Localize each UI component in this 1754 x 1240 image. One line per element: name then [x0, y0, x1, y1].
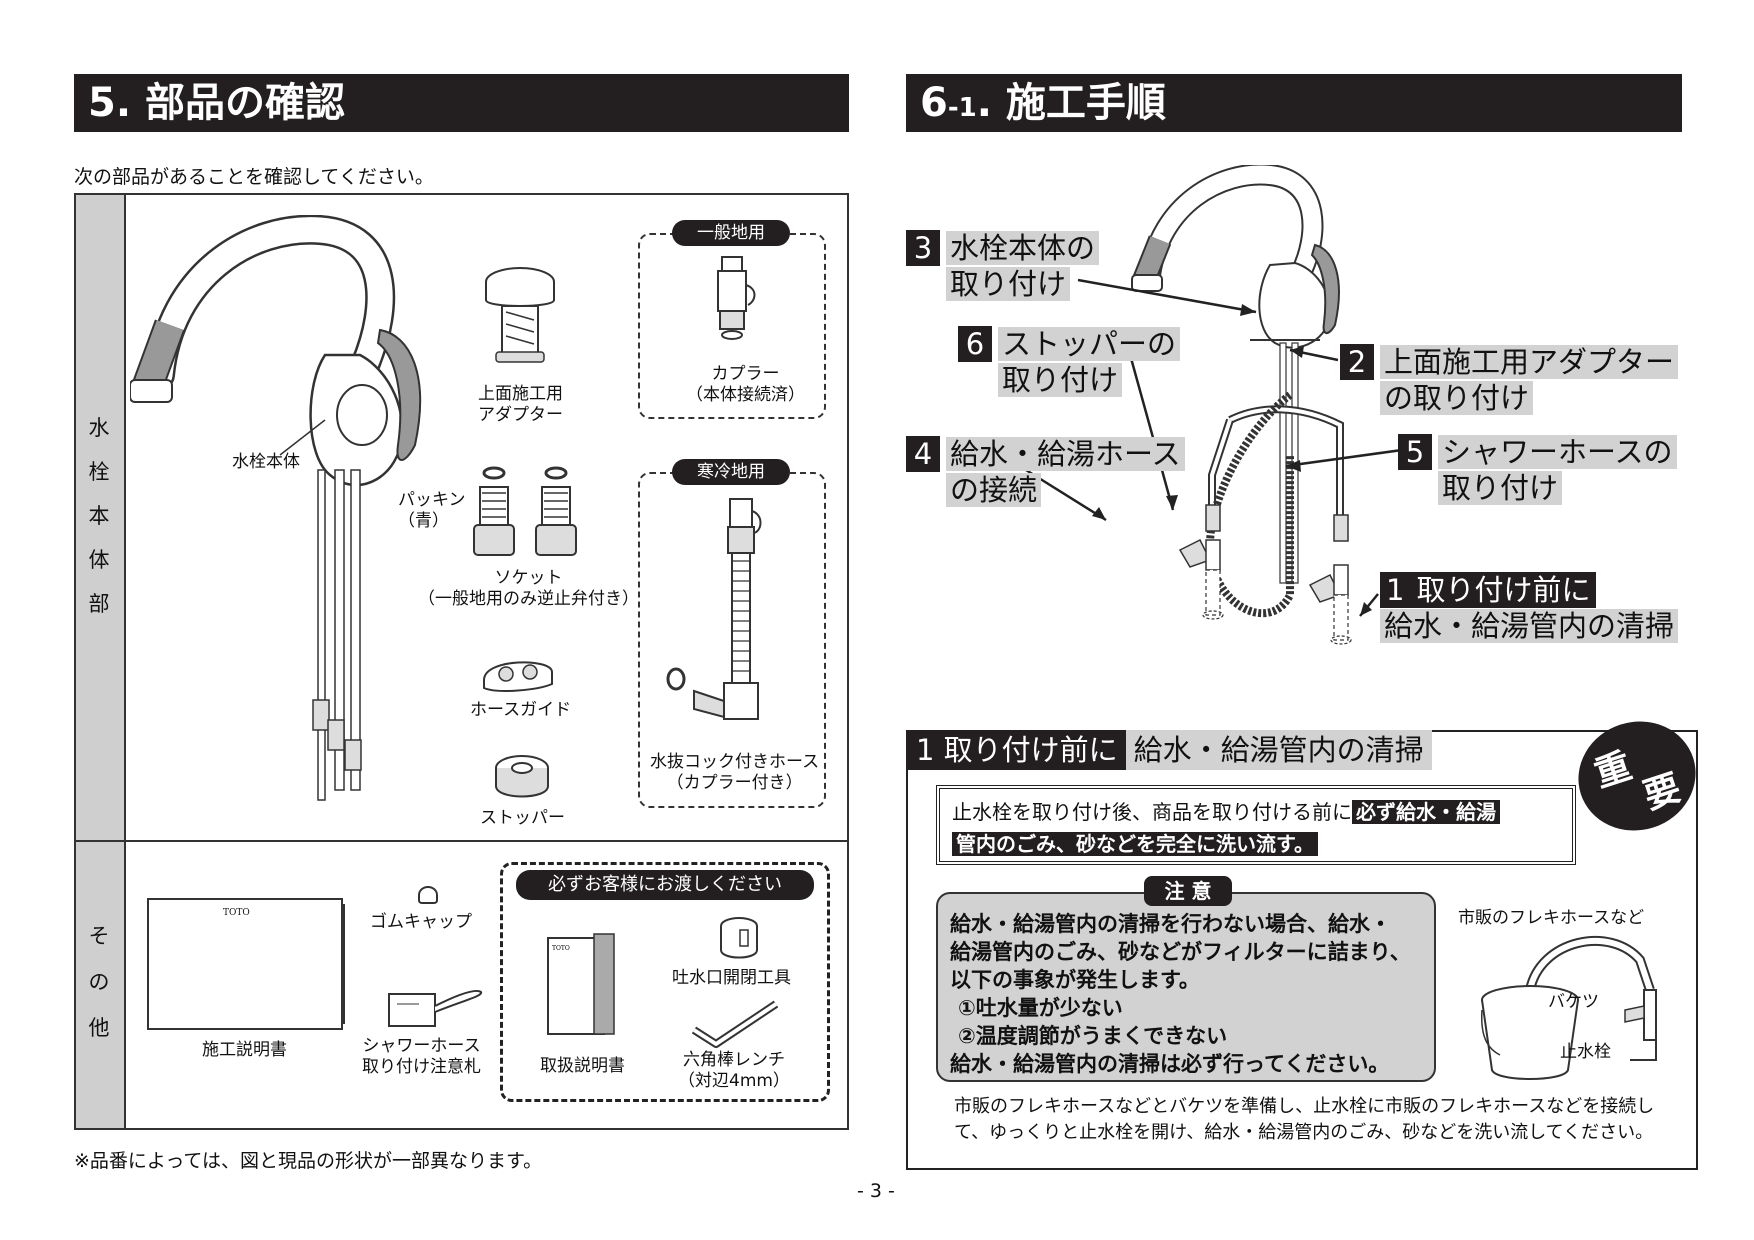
label-bucket: バケツ	[1548, 992, 1599, 1012]
label-coupler: カプラー （本体接続済）	[686, 364, 805, 405]
tag-cold-region: 寒冷地用	[672, 459, 790, 485]
packing-socket-drawing	[473, 466, 577, 556]
label-stop-valve: 止水栓	[1560, 1042, 1611, 1062]
bucket-figure	[1481, 935, 1657, 1080]
flush-warning-box	[936, 785, 1576, 865]
brand-logo: TOTO	[223, 908, 250, 918]
label-install-manual: 施工説明書	[202, 1040, 287, 1060]
faucet-body-drawing	[130, 215, 422, 801]
install-manual-back	[339, 904, 345, 1024]
parts-intro: 次の部品があることを確認してください。	[74, 166, 434, 188]
stopper-drawing	[495, 755, 549, 798]
coupler-drawing	[717, 256, 756, 340]
label-rubber-cap: ゴムキャップ	[370, 912, 472, 932]
caution-box	[936, 892, 1436, 1082]
hose-guide-drawing	[483, 661, 553, 692]
label-stopper: ストッパー	[480, 808, 565, 828]
label-hex-wrench: 六角棒レンチ （対辺4mm）	[678, 1050, 790, 1091]
section-divider	[76, 840, 847, 842]
customer-handover-box	[500, 862, 830, 1102]
user-manual-drawing: TOTO	[547, 933, 615, 1035]
label-faucet-body: 水栓本体	[232, 452, 300, 472]
page-number: - 3 -	[857, 1180, 895, 1202]
step1-heading: 1 取り付け前に給水・給湯管内の清掃	[906, 730, 1432, 770]
caution-text: 給水・給湯管内の清掃を行わない場合、給水・ 給湯管内のごみ、砂などがフィルターに…	[950, 912, 1411, 1076]
tag-general-region: 一般地用	[672, 220, 790, 246]
label-hose-guide: ホースガイド	[470, 700, 572, 720]
label-flexi-hose: 市販のフレキホースなど	[1458, 908, 1645, 928]
label-user-manual: 取扱説明書	[540, 1056, 625, 1076]
label-socket: ソケット （一般地用のみ逆止弁付き）	[418, 568, 639, 609]
caution-tag: 注 意	[1144, 876, 1232, 906]
parts-table	[74, 193, 849, 1130]
shower-hose-tag-drawing	[388, 990, 482, 1027]
spout-tool-drawing	[720, 917, 758, 959]
section-column	[76, 195, 126, 1128]
label-spout-tool: 吐水口開閉工具	[672, 968, 791, 988]
parts-check-title: 5. 部品の確認	[74, 74, 849, 132]
brand-logo-small: TOTO	[552, 945, 570, 952]
tag-customer-handover: 必ずお客様にお渡しください	[516, 870, 814, 900]
hex-wrench-drawing	[691, 1000, 779, 1048]
procedure-title: 6-1. 施工手順	[906, 74, 1682, 132]
flush-warning-text: 止水栓を取り付け後、商品を取り付ける前に必ず給水・給湯 管内のごみ、砂などを完全…	[952, 796, 1500, 860]
install-manual-drawing: TOTO	[147, 898, 343, 1030]
step1-description: 市販のフレキホースなどとバケツを準備し、止水栓に市販のフレキホースなどを接続し …	[954, 1096, 1655, 1143]
label-shower-hose-tag: シャワーホース 取り付け注意札	[362, 1036, 481, 1077]
drain-hose-drawing	[666, 498, 762, 720]
footnote: ※品番によっては、図と現品の形状が一部異なります。	[74, 1150, 543, 1172]
rubber-cap-icon	[418, 886, 438, 904]
label-packing: パッキン （青）	[398, 490, 466, 531]
adapter-drawing	[485, 267, 555, 363]
label-adapter: 上面施工用 アダプター	[478, 384, 563, 425]
label-drain-hose: 水抜コック付きホース （カプラー付き）	[650, 752, 820, 793]
callout-leader-lines-right	[1285, 346, 1403, 617]
